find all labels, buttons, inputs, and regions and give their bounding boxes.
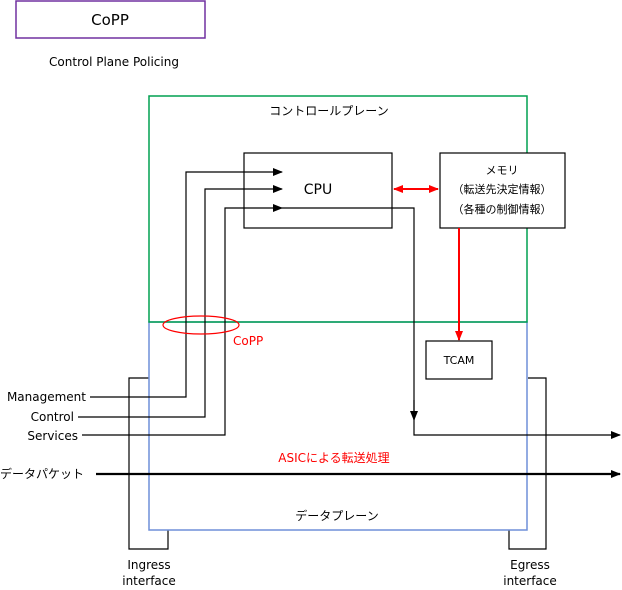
egress-label-line2: interface [503,574,557,588]
management-path [90,168,283,398]
control-plane-label: コントロールプレーン [269,104,388,118]
cpu-label: CPU [304,182,332,198]
egress-interface-bracket [508,377,547,550]
copp-ellipse [162,315,240,335]
memory-box [439,152,566,229]
tcam-box [425,340,493,380]
egress-label-line1: Egress [510,558,550,572]
control-path [78,185,283,418]
title-label: CoPP [91,11,129,29]
memory-line-1: メモリ [486,164,519,177]
title-subtitle: Control Plane Policing [49,55,179,69]
cpu-output-path [282,207,621,439]
services-label: Services [27,429,78,443]
tcam-label: TCAM [443,354,475,367]
control-label: Control [31,410,74,424]
asic-label: ASICによる転送処理 [278,450,389,465]
ingress-interface-bracket [128,377,169,550]
memory-line-2: （転送先決定情報） [453,182,552,196]
management-label: Management [7,390,86,404]
ingress-label-line1: Ingress [127,558,170,572]
services-path [82,204,283,436]
title-box [15,0,206,39]
copp-marker-label: CoPP [233,334,263,348]
ingress-label-line2: interface [122,574,176,588]
memory-line-3: （各種の制御情報） [453,202,552,216]
data-packet-label: データパケット [0,466,84,481]
cpu-box [243,152,393,229]
data-plane-label: データプレーン [295,508,378,523]
